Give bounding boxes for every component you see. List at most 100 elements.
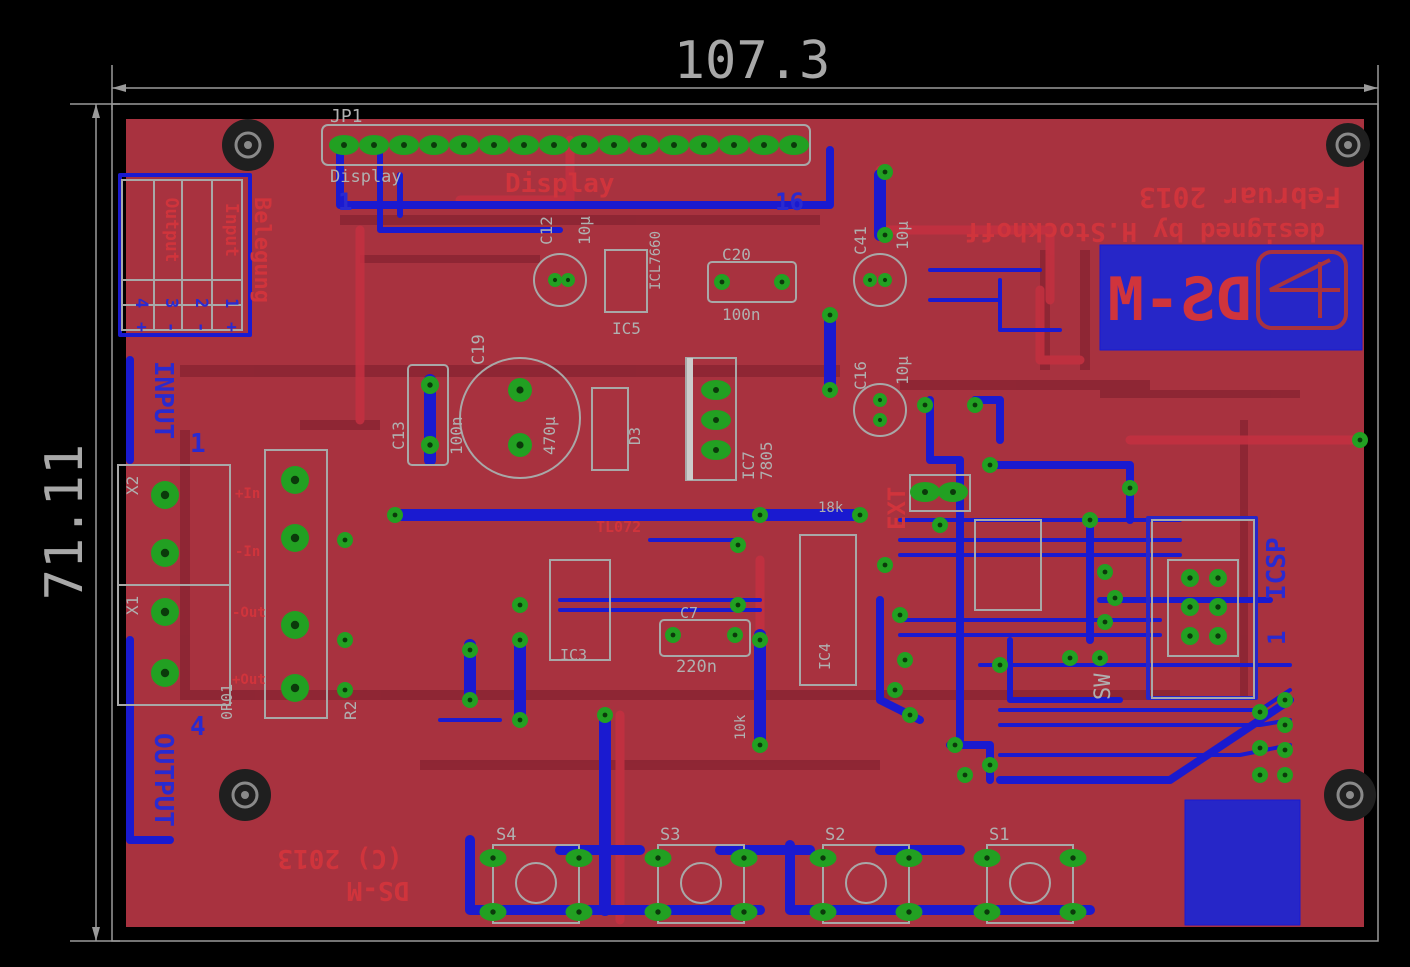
pad-drill-hole <box>160 607 170 617</box>
pad-drill-hole <box>517 717 523 723</box>
pin-plus-in: +In <box>235 486 260 502</box>
pad-drill-hole <box>972 402 978 408</box>
r10k-label: 10k <box>733 714 749 740</box>
pad-drill-hole <box>820 909 826 915</box>
pad-drill-hole <box>1187 575 1193 581</box>
pin-plus-out: +Out <box>232 672 266 688</box>
pad-drill-hole <box>517 637 523 643</box>
pad-drill-hole <box>491 142 497 148</box>
c7-value: 220n <box>676 657 717 677</box>
c16-value: 10µ <box>893 356 912 385</box>
pad-drill-hole <box>1282 697 1288 703</box>
pad-drill-hole <box>516 386 524 394</box>
pad-drill-hole <box>1087 517 1093 523</box>
belegung-col-output: Output <box>161 197 182 262</box>
pad-drill-hole <box>882 169 888 175</box>
board-outline <box>111 103 1379 942</box>
pad-drill-hole <box>1215 633 1221 639</box>
pad-drill-hole <box>1187 633 1193 639</box>
resistor-0r01-label: 0R01 <box>218 684 236 720</box>
ic3-label: IC3 <box>560 646 587 664</box>
pad-drill-hole <box>1102 569 1108 575</box>
pad-drill-hole <box>1357 437 1363 443</box>
pad-drill-hole <box>950 489 956 495</box>
pad-drill-hole <box>907 712 913 718</box>
pad-drill-hole <box>290 620 300 630</box>
c12-label: C12 <box>537 216 556 245</box>
r18k-label: 18k <box>818 500 844 516</box>
pad-drill-hole <box>779 279 785 285</box>
output-label: OUTPUT <box>148 733 178 827</box>
pad-drill-hole <box>701 142 707 148</box>
pad-drill-hole <box>761 142 767 148</box>
pad-drill-hole <box>984 855 990 861</box>
pad-drill-hole <box>906 909 912 915</box>
pad-drill-hole <box>987 762 993 768</box>
belegung-row-2-num: 2 <box>191 298 211 308</box>
pad-drill-hole <box>342 537 348 543</box>
pad-drill-hole <box>922 489 928 495</box>
pad-drill-hole <box>576 909 582 915</box>
copyright-logo: DS-M <box>347 875 410 905</box>
mounting-hole-top-left <box>222 119 274 171</box>
pad-drill-hole <box>1112 595 1118 601</box>
pad-drill-hole <box>371 142 377 148</box>
pad-drill-hole <box>897 612 903 618</box>
c41-label: C41 <box>851 226 870 255</box>
pad-drill-hole <box>431 142 437 148</box>
display-silk-label: Display <box>330 167 402 187</box>
belegung-row-3-sign: - <box>161 322 181 332</box>
pad-drill-hole <box>517 602 523 608</box>
pad-drill-hole <box>1257 772 1263 778</box>
ic4-label: IC4 <box>816 643 834 670</box>
pad-drill-hole <box>1215 604 1221 610</box>
pad-drill-hole <box>671 142 677 148</box>
pad-drill-hole <box>741 855 747 861</box>
pad-drill-hole <box>655 855 661 861</box>
pad-drill-hole <box>1257 709 1263 715</box>
pad-drill-hole <box>791 142 797 148</box>
pad-drill-hole <box>877 417 883 423</box>
belegung-row-1-num: 1 <box>221 298 241 308</box>
pad-drill-hole <box>1187 604 1193 610</box>
credit-logo: DS-M <box>1108 265 1253 335</box>
pad-drill-hole <box>565 277 571 283</box>
pad-drill-hole <box>1215 575 1221 581</box>
pad-drill-hole <box>1257 745 1263 751</box>
c13-value: 100n <box>447 416 466 455</box>
pad-drill-hole <box>467 697 473 703</box>
pad-drill-hole <box>713 387 719 393</box>
input-number: 1 <box>190 429 206 459</box>
display-copper-label: Display <box>505 169 615 199</box>
pad-drill-hole <box>516 441 524 449</box>
belegung-row-3-num: 3 <box>161 298 181 308</box>
pad-drill-hole <box>581 142 587 148</box>
pad-drill-hole <box>342 637 348 643</box>
pad-drill-hole <box>401 142 407 148</box>
jp1-label: JP1 <box>330 106 363 127</box>
pad-drill-hole <box>892 687 898 693</box>
copyright-label: (C) 2013 <box>277 843 402 873</box>
icsp-pin1-label: 1 <box>1263 631 1291 645</box>
pin-minus-out: -Out <box>232 605 266 621</box>
ds-m-logo-mark <box>1256 250 1348 330</box>
pad-drill-hole <box>820 855 826 861</box>
r2-label: R2 <box>341 701 360 720</box>
s1-label: S1 <box>989 825 1009 845</box>
top-copper-pour <box>126 119 1365 927</box>
s3-label: S3 <box>660 825 680 845</box>
pad-drill-hole <box>160 548 170 558</box>
pad-drill-hole <box>713 417 719 423</box>
belegung-col-input: Input <box>221 203 242 257</box>
credit-date: Februar 2013 <box>1139 181 1341 214</box>
mounting-hole-top-right <box>1326 123 1370 167</box>
pad-drill-hole <box>461 142 467 148</box>
pad-drill-hole <box>882 232 888 238</box>
credit-designer: designed by H.Stockhoff <box>965 216 1325 246</box>
belegung-row-2-sign: - <box>191 322 211 332</box>
pad-drill-hole <box>521 142 527 148</box>
ic7-label: IC7 <box>739 451 758 480</box>
dimension-width-label: 107.3 <box>674 31 831 91</box>
pad-drill-hole <box>641 142 647 148</box>
pad-drill-hole <box>1067 655 1073 661</box>
